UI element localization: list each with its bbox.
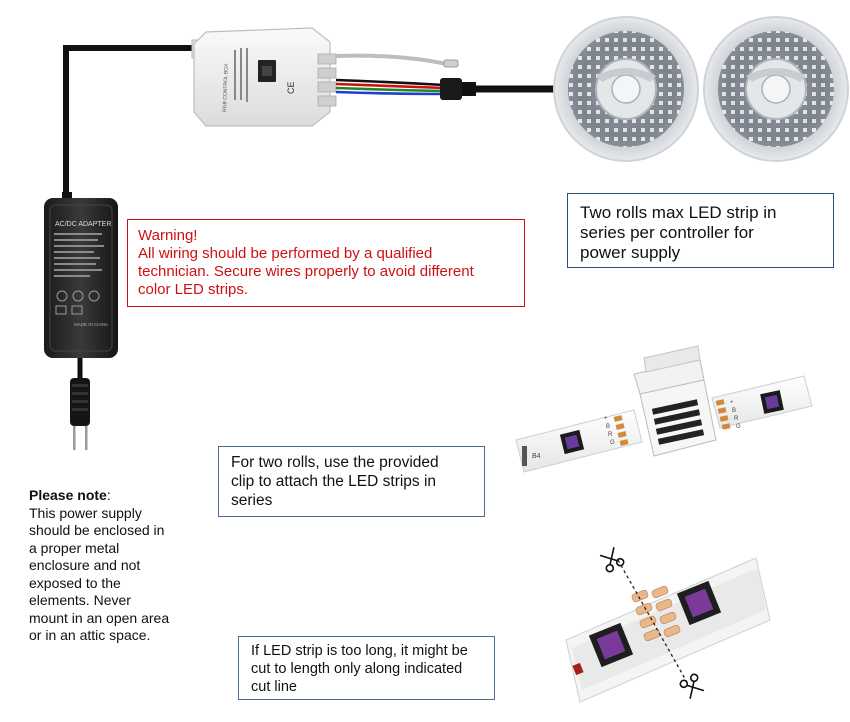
note-line: mount in an open area (29, 609, 170, 626)
strip-clip (633, 345, 717, 457)
rolls-max-callout: Two rolls max LED strip in series per co… (567, 193, 834, 268)
pin-label-right-plus: + (730, 400, 734, 406)
warning-line-3: color LED strips. (138, 281, 249, 298)
cut-line-callout: If LED strip is too long, it might be cu… (238, 636, 495, 700)
pin-label-right-r: R (734, 416, 739, 422)
power-supply-note: Please note: This power supply should be… (29, 487, 209, 645)
warning-line-1: All wiring should be performed by a qual… (138, 245, 433, 262)
pin-label-left-r: R (608, 432, 613, 438)
clip-b4-label: B4 (532, 453, 541, 460)
led-reel-2 (703, 16, 849, 162)
note-line: should be enclosed in (29, 522, 165, 538)
adapter-made-in-label: MADE IN CHINA (74, 322, 108, 327)
cut-line-2: cut to length only along indicated (251, 661, 463, 677)
note-heading-row: Please note: (29, 487, 209, 505)
strip-connector (440, 78, 560, 100)
note-heading-colon: : (106, 487, 111, 503)
warning-title: Warning! (138, 227, 198, 244)
scissors-icon (599, 547, 625, 573)
note-line: This power supply (29, 504, 142, 521)
rolls-line-1: Two rolls max LED strip in (580, 203, 777, 222)
clip-line-2: clip to attach the LED strips in (231, 473, 437, 490)
cut-line-3: cut line (251, 679, 297, 695)
ac-dc-adapter: AC/DC ADAPTER MADE IN CHINA (44, 192, 118, 450)
adapter-title-label: AC/DC ADAPTER (55, 221, 111, 228)
note-line: elements. Never (29, 592, 131, 608)
controller-label: RGB CONTROL BOX (222, 63, 230, 112)
rolls-line-3: power supply (580, 243, 681, 262)
warning-line-2: technician. Secure wires properly to avo… (138, 263, 474, 280)
rgb-wires (335, 78, 445, 96)
warning-callout: Warning! All wiring should be performed … (127, 219, 525, 307)
note-line: enclosure and not (29, 557, 141, 573)
cut-line-strip (565, 557, 771, 703)
led-strip-left: B4 + B R G (515, 409, 643, 473)
scissors-icon (679, 673, 705, 699)
note-line: or in an attic space. (29, 627, 151, 643)
led-strip-right: + B R G (711, 375, 813, 430)
note-heading: Please note (29, 487, 107, 503)
antenna-tip (443, 59, 459, 68)
antenna-wire (335, 53, 447, 66)
note-line: exposed to the (29, 574, 121, 591)
cut-line-1: If LED strip is too long, it might be (251, 643, 468, 659)
led-reel-1 (553, 16, 699, 162)
controller-ce-label: CE (286, 81, 296, 94)
pin-label-right-b: B (732, 408, 736, 414)
pin-label-left-plus: + (604, 416, 608, 422)
clip-line-1: For two rolls, use the provided (231, 454, 439, 471)
power-cable (63, 45, 200, 200)
rgb-controller: RGB CONTROL BOX CE (191, 27, 337, 127)
clip-line-3: series (231, 492, 273, 509)
pin-label-left-g: G (610, 440, 615, 446)
note-line: a proper metal (29, 539, 120, 556)
rolls-line-2: series per controller for (580, 223, 754, 242)
pin-label-right-g: G (736, 424, 741, 430)
clip-callout: For two rolls, use the provided clip to … (218, 446, 485, 517)
pin-label-left-b: B (606, 424, 610, 430)
